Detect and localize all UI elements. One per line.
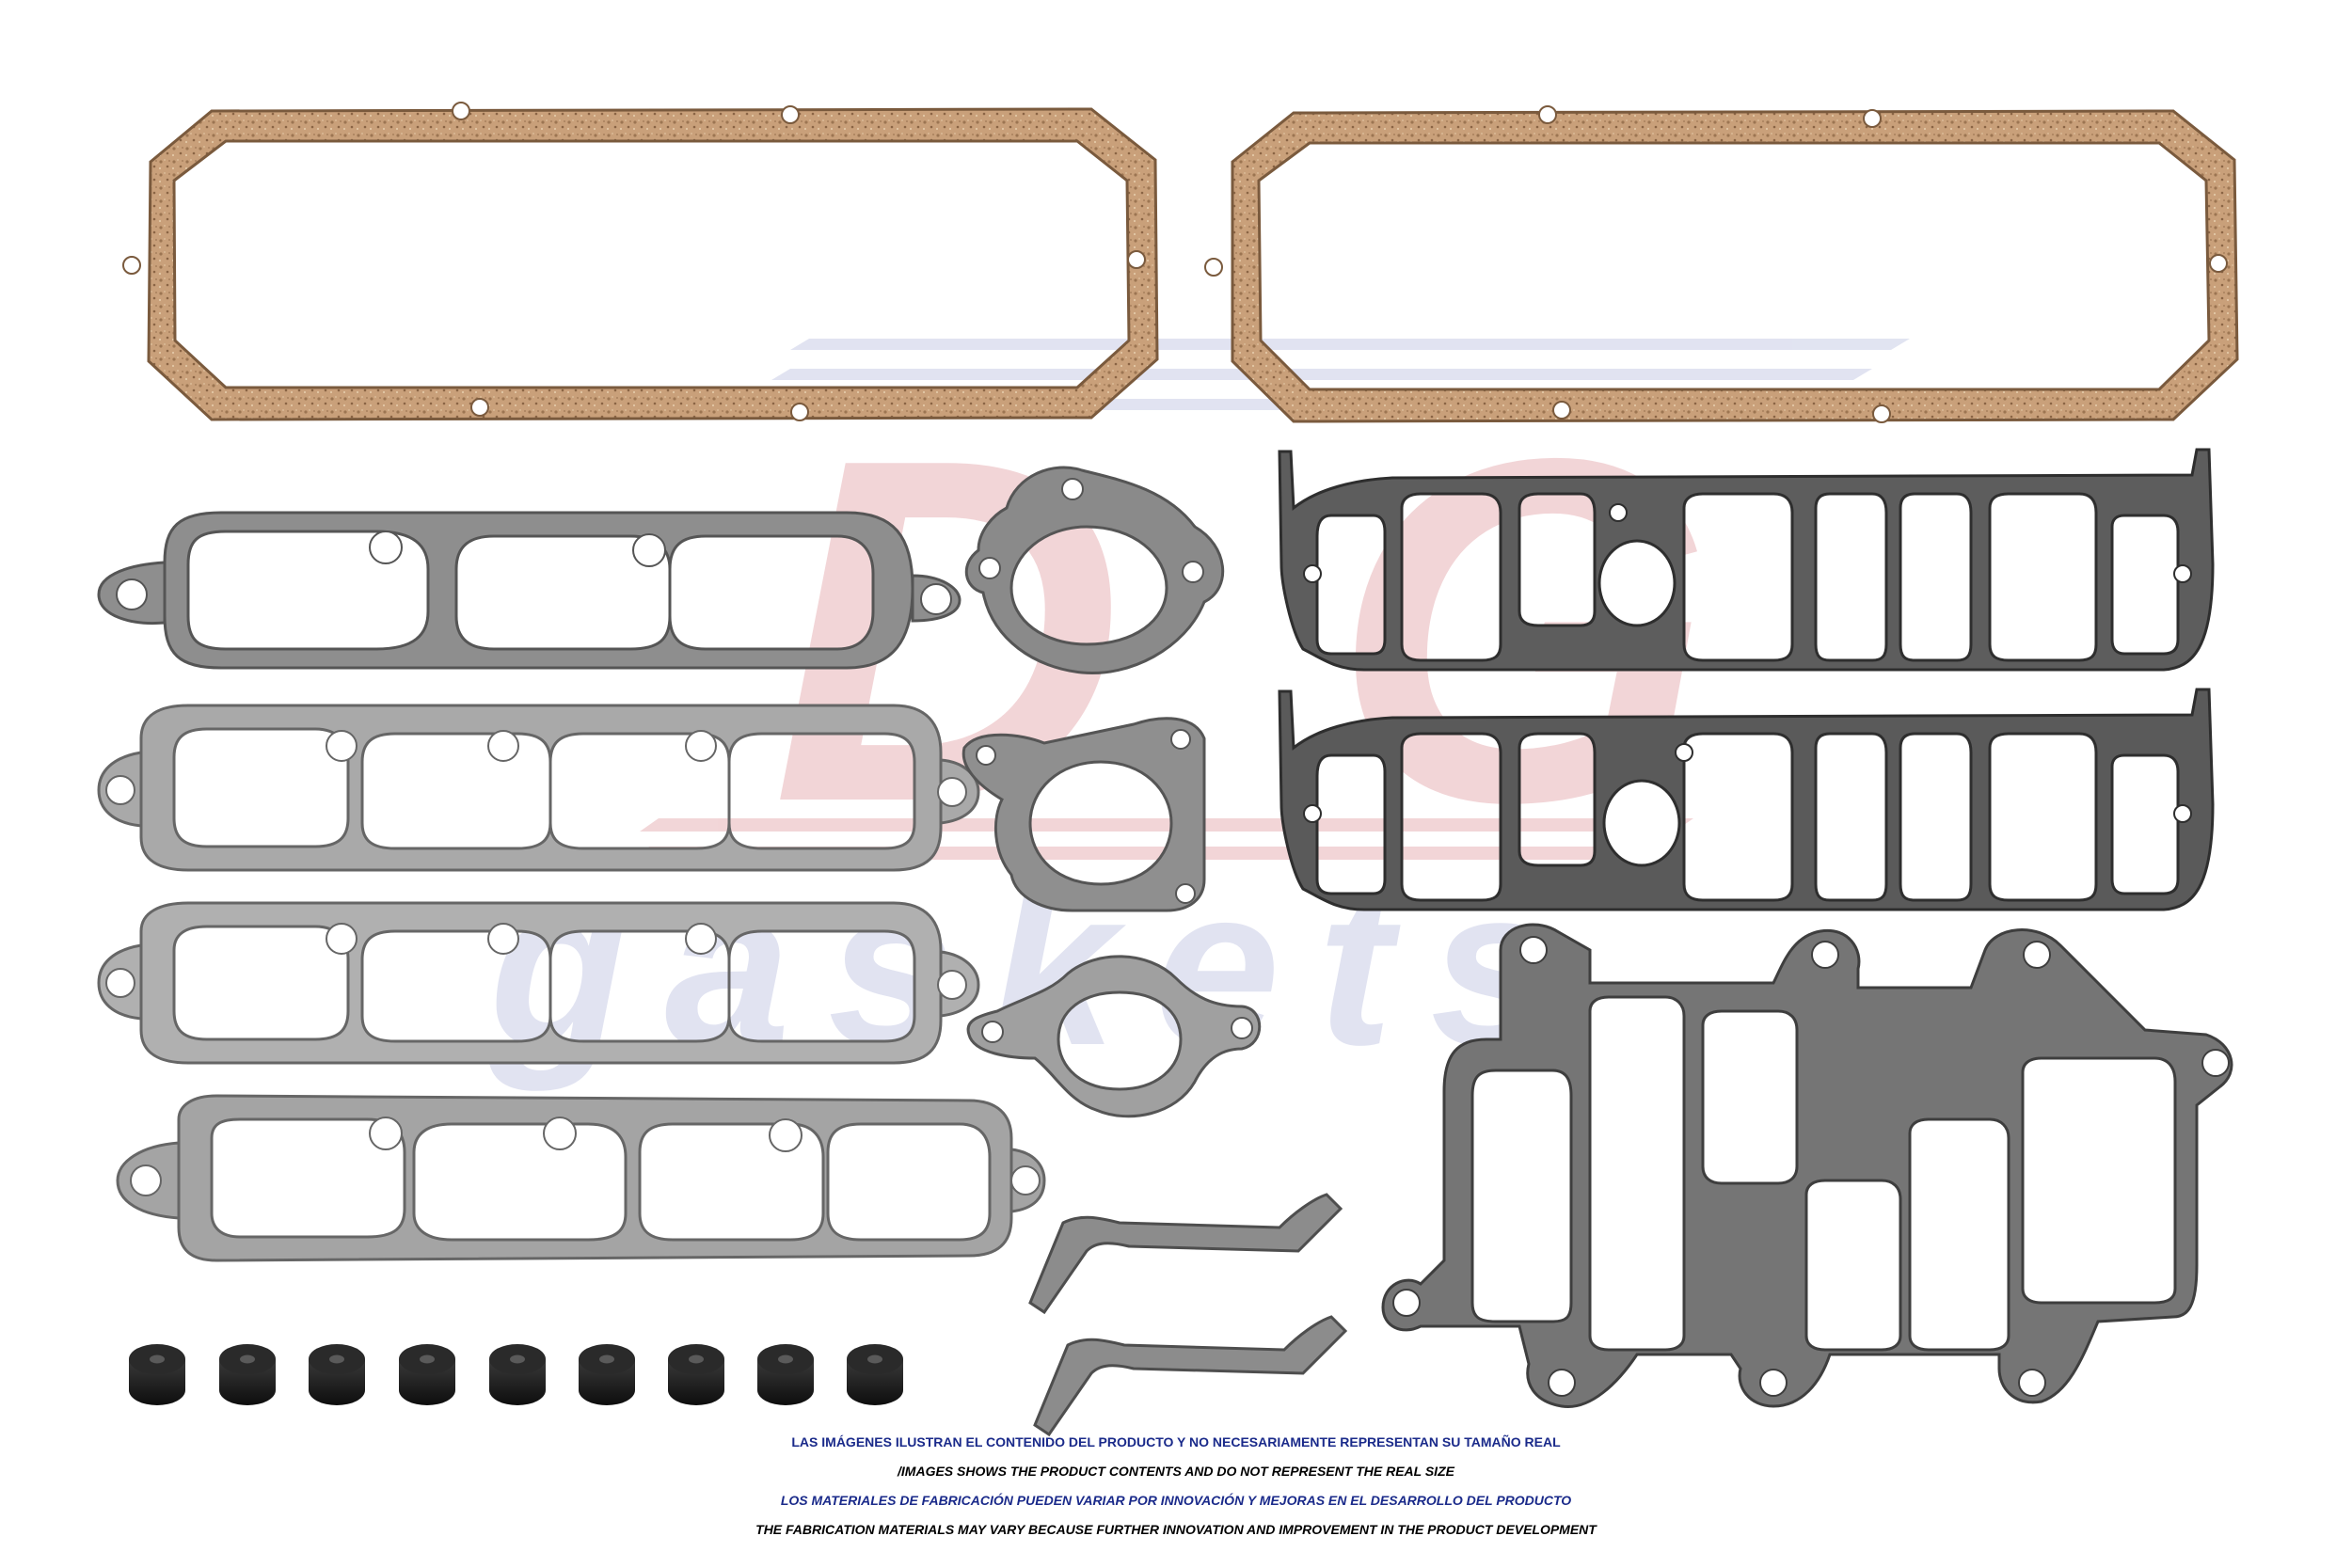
thermostat-gasket-2 bbox=[961, 717, 1206, 912]
rubber-grommets bbox=[129, 1344, 903, 1405]
grommet-3 bbox=[309, 1344, 365, 1405]
grommet-9 bbox=[847, 1344, 903, 1405]
grommet-5 bbox=[489, 1344, 546, 1405]
exhaust-gasket-1 bbox=[97, 511, 961, 670]
exhaust-gasket-4 bbox=[116, 1094, 1046, 1262]
grommet-6 bbox=[579, 1344, 635, 1405]
intake-gasket-bottom bbox=[1278, 688, 2215, 911]
exhaust-gasket-3 bbox=[97, 901, 980, 1065]
grommet-8 bbox=[757, 1344, 814, 1405]
grommet-2 bbox=[219, 1344, 276, 1405]
disclaimer-line-spanish-size: LAS IMÁGENES ILUSTRAN EL CONTENIDO DEL P… bbox=[791, 1434, 1561, 1449]
thermostat-gasket-1 bbox=[964, 466, 1225, 675]
intake-gasket-top bbox=[1278, 448, 2215, 672]
disclaimer-line-english-materials: THE FABRICATION MATERIALS MAY VARY BECAU… bbox=[755, 1522, 1597, 1537]
grommet-7 bbox=[668, 1344, 724, 1405]
plenum-gasket bbox=[1381, 923, 2233, 1409]
grommet-4 bbox=[399, 1344, 455, 1405]
disclaimer-line-english-size: /IMAGES SHOWS THE PRODUCT CONTENTS AND D… bbox=[898, 1464, 1454, 1479]
strip-gasket-top bbox=[1028, 1193, 1343, 1315]
exhaust-gasket-2 bbox=[97, 704, 980, 872]
strip-gasket-bottom bbox=[1033, 1315, 1348, 1437]
thermostat-gasket-3 bbox=[966, 955, 1262, 1118]
grommet-1 bbox=[129, 1344, 185, 1405]
valve-cover-gasket-right bbox=[1204, 105, 2239, 423]
disclaimer-line-spanish-materials: LOS MATERIALES DE FABRICACIÓN PUEDEN VAR… bbox=[780, 1493, 1572, 1508]
valve-cover-gasket-left bbox=[122, 102, 1159, 421]
